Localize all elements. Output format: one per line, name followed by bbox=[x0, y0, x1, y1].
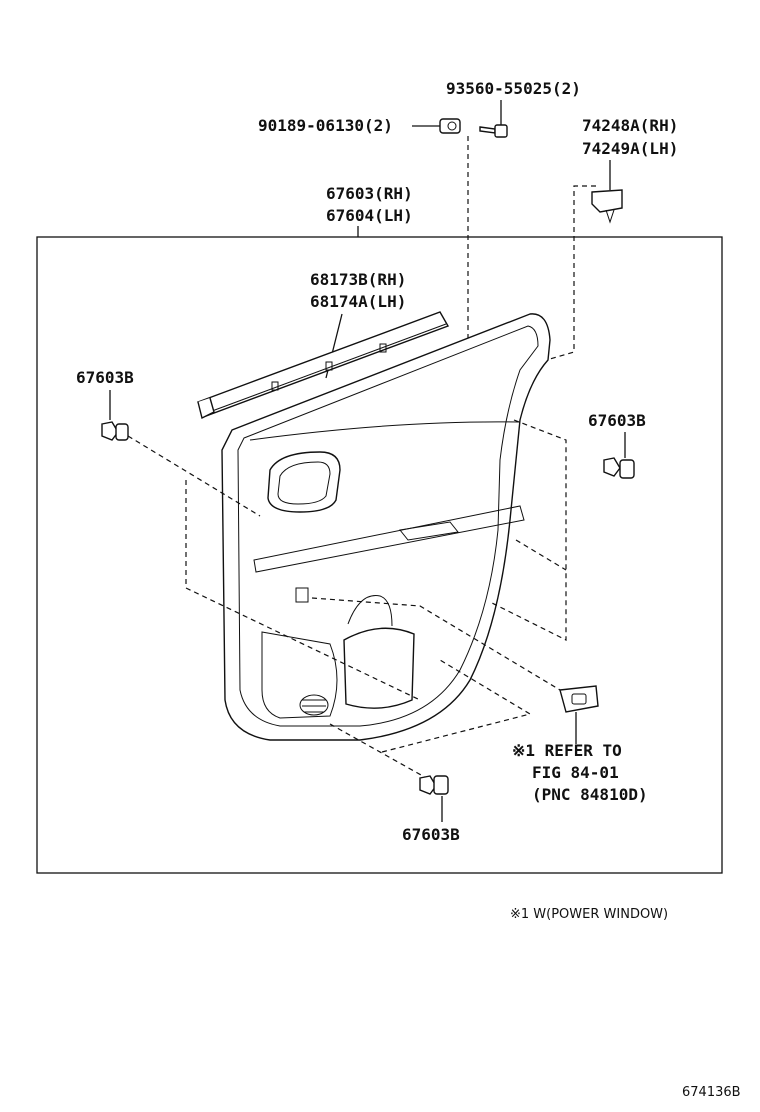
clip-bottom-icon bbox=[419, 775, 449, 822]
label-74248: 74248A(RH) bbox=[582, 116, 679, 135]
label-refer-3: (PNC 84810D) bbox=[532, 785, 648, 804]
nut-90189-icon bbox=[412, 118, 461, 134]
door-trim-panel bbox=[221, 313, 551, 741]
leader-right-b bbox=[515, 539, 567, 571]
assembly-frame bbox=[36, 236, 723, 874]
leader-bottom-clip bbox=[329, 723, 431, 781]
clip-left-icon bbox=[101, 390, 129, 441]
weatherstrip-68173 bbox=[196, 311, 450, 420]
leader-frame-left bbox=[185, 480, 421, 701]
label-refer-2: FIG 84-01 bbox=[532, 763, 619, 782]
clip-right-icon bbox=[603, 432, 635, 479]
cover-74248-icon bbox=[591, 160, 623, 224]
label-clip-bottom: 67603B bbox=[402, 825, 460, 844]
window-switch-icon bbox=[559, 685, 599, 744]
screw-93560-icon bbox=[479, 100, 508, 138]
label-67604: 67604(LH) bbox=[326, 206, 413, 225]
label-68174: 68174A(LH) bbox=[310, 292, 407, 311]
label-clip-right: 67603B bbox=[588, 411, 646, 430]
label-68173: 68173B(RH) bbox=[310, 270, 407, 289]
leader-switch bbox=[311, 597, 561, 691]
label-67603: 67603(RH) bbox=[326, 184, 413, 203]
label-74249: 74249A(LH) bbox=[582, 139, 679, 158]
leader-clip-left bbox=[127, 435, 261, 517]
leader-right-a bbox=[489, 419, 567, 641]
label-clip-left: 67603B bbox=[76, 368, 134, 387]
label-93560: 93560-55025(2) bbox=[446, 79, 581, 98]
footnote: ※1 W(POWER WINDOW) bbox=[510, 907, 669, 922]
label-90189: 90189-06130(2) bbox=[258, 116, 393, 135]
figure-code: 674136B bbox=[682, 1085, 741, 1100]
label-refer-1: ※1 REFER TO bbox=[512, 741, 622, 760]
